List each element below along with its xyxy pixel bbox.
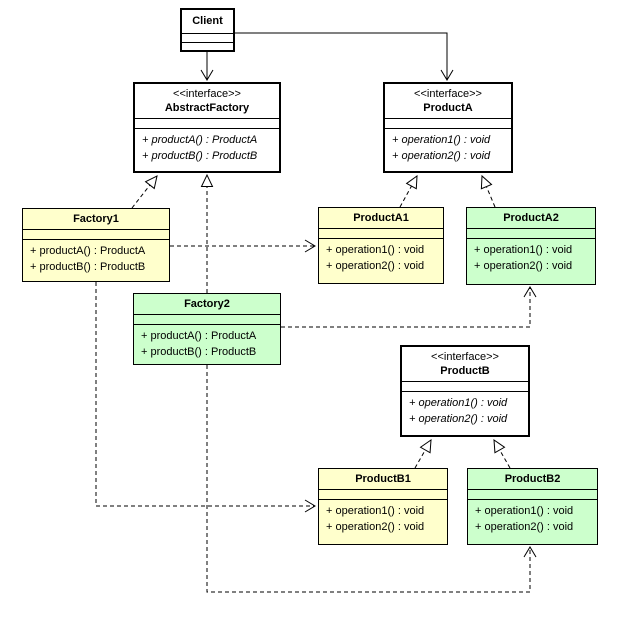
class-factory2[interactable]: Factory2 + productA() : ProductA + produ…	[133, 293, 281, 365]
stereotype-label: <<interface>>	[414, 88, 482, 100]
stereotype-label: <<interface>>	[431, 351, 499, 363]
class-name: ProductB1	[355, 473, 411, 485]
class-name: Client	[192, 15, 223, 27]
class-productb1-attributes-compartment	[319, 490, 447, 500]
class-factory1-methods-compartment: + productA() : ProductA + productB() : P…	[23, 240, 169, 281]
method-item: + productA() : ProductA	[141, 330, 257, 342]
class-productb-attributes-compartment	[402, 382, 528, 392]
class-name: ProductA	[423, 102, 473, 114]
method-item: + operation1() : void	[326, 505, 425, 517]
class-factory2-attributes-compartment	[134, 315, 280, 325]
class-productb-title: <<interface>> ProductB	[402, 347, 528, 382]
method-item: + productB() : ProductB	[141, 346, 257, 358]
class-abstractfactory-title: <<interface>> AbstractFactory	[135, 84, 279, 119]
class-name: Factory2	[184, 298, 230, 310]
class-producta-methods-compartment: + operation1() : void + operation2() : v…	[385, 129, 511, 171]
class-producta2[interactable]: ProductA2 + operation1() : void + operat…	[466, 207, 596, 285]
class-client-title: Client	[182, 10, 233, 34]
class-producta1-attributes-compartment	[319, 229, 443, 239]
dependency-factory2-producta2	[281, 286, 537, 328]
method-item: + operation2() : void	[326, 521, 425, 533]
class-producta1-title: ProductA1	[319, 208, 443, 229]
class-producta1-methods-compartment: + operation1() : void + operation2() : v…	[319, 239, 443, 283]
class-productb2-methods-compartment: + operation1() : void + operation2() : v…	[468, 500, 597, 544]
class-productb2-attributes-compartment	[468, 490, 597, 500]
class-abstractfactory-attributes-compartment	[135, 119, 279, 129]
class-producta1[interactable]: ProductA1 + operation1() : void + operat…	[318, 207, 444, 284]
class-name: ProductA2	[503, 212, 559, 224]
class-client-methods-compartment	[182, 43, 233, 50]
realization-producta2-producta	[480, 174, 496, 208]
stereotype-label: <<interface>>	[173, 88, 241, 100]
realization-producta1-producta	[399, 174, 418, 208]
class-productb1[interactable]: ProductB1 + operation1() : void + operat…	[318, 468, 448, 545]
association-client-producta	[235, 32, 454, 81]
method-item: + operation2() : void	[474, 260, 573, 272]
class-abstractfactory-methods-compartment: + productA() : ProductA + productB() : P…	[135, 129, 279, 171]
class-factory1-attributes-compartment	[23, 230, 169, 240]
method-item: + operation1() : void	[392, 134, 491, 146]
class-client-attributes-compartment	[182, 34, 233, 43]
class-abstractfactory[interactable]: <<interface>> AbstractFactory + productA…	[133, 82, 281, 173]
realization-productb1-productb	[414, 438, 432, 469]
class-producta[interactable]: <<interface>> ProductA + operation1() : …	[383, 82, 513, 173]
class-name: ProductB2	[504, 473, 561, 485]
class-factory2-methods-compartment: + productA() : ProductA + productB() : P…	[134, 325, 280, 364]
method-item: + productB() : ProductB	[142, 150, 258, 162]
class-factory1[interactable]: Factory1 + productA() : ProductA + produ…	[22, 208, 170, 282]
method-item: + operation2() : void	[326, 260, 425, 272]
class-name: ProductA1	[353, 212, 409, 224]
method-item: + operation1() : void	[326, 244, 425, 256]
method-item: + operation1() : void	[409, 397, 508, 409]
class-name: AbstractFactory	[164, 102, 250, 114]
class-productb[interactable]: <<interface>> ProductB + operation1() : …	[400, 345, 530, 437]
method-item: + productA() : ProductA	[142, 134, 258, 146]
class-producta-title: <<interface>> ProductA	[385, 84, 511, 119]
class-producta2-attributes-compartment	[467, 229, 595, 239]
method-item: + operation2() : void	[409, 413, 508, 425]
class-producta2-methods-compartment: + operation1() : void + operation2() : v…	[467, 239, 595, 284]
method-item: + operation1() : void	[474, 244, 573, 256]
class-productb1-title: ProductB1	[319, 469, 447, 490]
class-productb2[interactable]: ProductB2 + operation1() : void + operat…	[467, 468, 598, 545]
method-item: + productB() : ProductB	[30, 261, 146, 273]
class-productb1-methods-compartment: + operation1() : void + operation2() : v…	[319, 500, 447, 544]
class-productb-methods-compartment: + operation1() : void + operation2() : v…	[402, 392, 528, 435]
class-client[interactable]: Client	[180, 8, 235, 52]
method-item: + productA() : ProductA	[30, 245, 146, 257]
class-name: ProductB	[440, 365, 490, 377]
class-producta2-title: ProductA2	[467, 208, 595, 229]
class-name: Factory1	[73, 213, 119, 225]
class-producta-attributes-compartment	[385, 119, 511, 129]
class-factory1-title: Factory1	[23, 209, 169, 230]
method-item: + operation2() : void	[475, 521, 574, 533]
method-item: + operation2() : void	[392, 150, 491, 162]
realization-productb2-productb	[493, 438, 511, 469]
class-factory2-title: Factory2	[134, 294, 280, 315]
method-item: + operation1() : void	[475, 505, 574, 517]
class-productb2-title: ProductB2	[468, 469, 597, 490]
realization-factory1-abstractfactory	[131, 175, 158, 209]
